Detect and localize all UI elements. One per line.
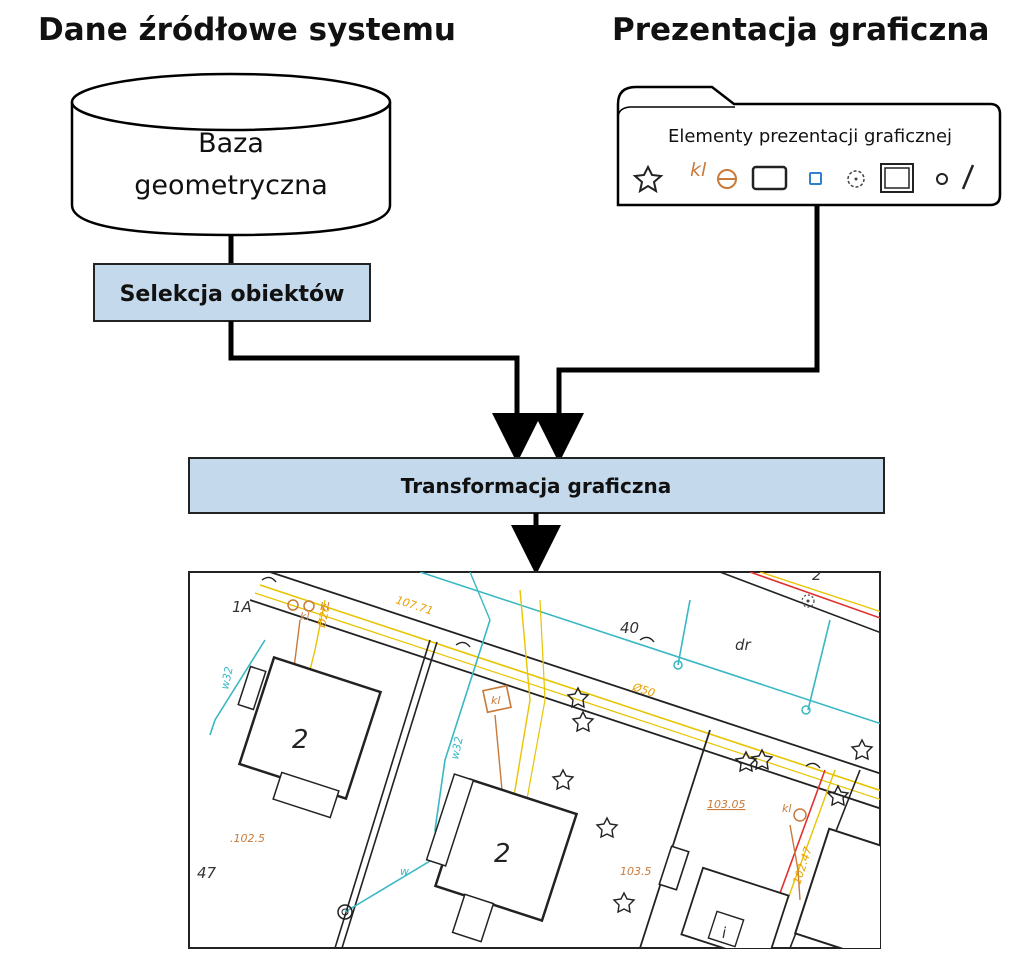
map-label-kl-1: kl — [320, 600, 329, 613]
map-label-2: 2 — [812, 566, 822, 584]
connector-selection-transform — [228, 321, 542, 463]
map-label-w32-b: w32 — [448, 735, 465, 760]
map-label-kl-3: kl — [782, 802, 791, 815]
selection-label: Selekcja obiektów — [120, 282, 345, 307]
kl-symbol-label: kl — [690, 159, 707, 181]
legend-title: Elementy prezentacji graficznej — [668, 126, 952, 147]
building-symbol-icon — [751, 165, 788, 191]
right-section-title: Prezentacja graficzna — [612, 12, 989, 48]
map-building-a: 2 — [237, 655, 383, 819]
selection-box: Selekcja obiektów — [93, 263, 371, 322]
left-section-title: Dane źródłowe systemu — [38, 12, 456, 48]
transformation-bar: Transformacja graficzna — [188, 457, 885, 514]
map-parcel-40: 40 — [620, 619, 639, 637]
map-building-b: 2 — [425, 773, 579, 943]
manhole-symbol-icon — [717, 169, 737, 189]
map-height-1025: .102.5 — [230, 832, 265, 845]
map-label-dr: dr — [735, 636, 752, 654]
double-square-symbol-icon — [880, 163, 914, 193]
point-symbol-icon — [847, 170, 865, 188]
transformation-label: Transformacja graficzna — [401, 474, 672, 498]
star-symbol-icon — [632, 164, 664, 194]
map-label-i: i — [722, 924, 727, 942]
database-cylinder: Baza geometryczna — [70, 72, 392, 237]
map-height-10305: 103.05 — [707, 798, 746, 811]
legend-panel: Elementy prezentacji graficznej kl — [616, 85, 1002, 207]
database-label-line2: geometryczna — [134, 170, 328, 201]
map-label-kl-4: kl — [300, 610, 309, 623]
map-height-1035: 103.5 — [620, 865, 652, 878]
small-square-symbol-icon — [809, 172, 822, 185]
map-building-a-number: 2 — [292, 725, 309, 755]
map-label-47: 47 — [197, 864, 217, 882]
map-label-1a: 1A — [232, 598, 252, 616]
map-building-b-number: 2 — [494, 839, 511, 869]
map-label-w: w — [400, 865, 409, 878]
database-label-line1: Baza — [198, 128, 264, 159]
circle-symbol-icon — [936, 173, 948, 185]
map-label-w32-a: w32 — [218, 665, 235, 690]
map-label-kl-2: kl — [491, 694, 500, 707]
line-symbol-icon — [961, 164, 975, 190]
connector-legend-transform — [534, 205, 820, 463]
map-panel: 2 2 — [188, 566, 881, 949]
map-label-020: Ø20 — [315, 604, 333, 630]
